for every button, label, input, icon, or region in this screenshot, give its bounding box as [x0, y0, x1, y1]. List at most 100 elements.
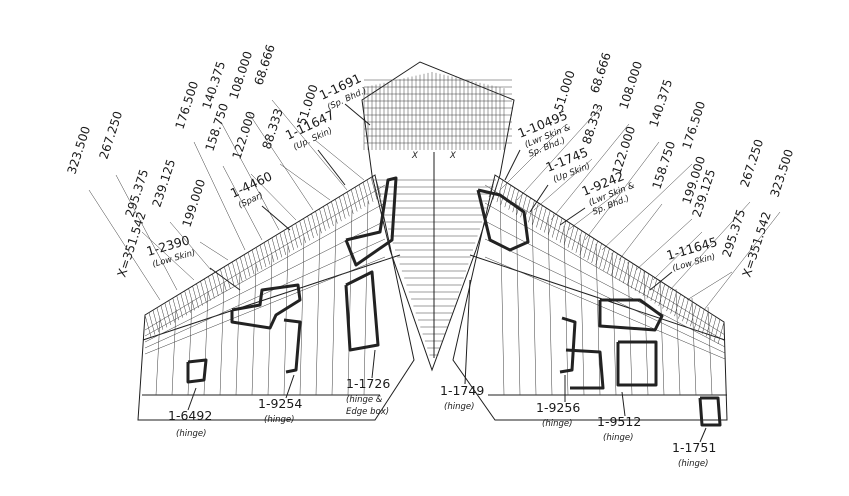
rib-line	[709, 316, 717, 339]
rib-line	[311, 213, 318, 236]
left-station-labels: 323.500 267.250 295.375 239.125 199.000 …	[65, 43, 321, 279]
station-label: 267.250	[738, 137, 767, 189]
callout-1-11647: 1-11647 (Up. Skin)	[283, 107, 337, 153]
part-number: 1-9254	[258, 396, 302, 411]
station-label: 108.000	[227, 49, 256, 101]
station-leader-lines	[88, 99, 781, 311]
rib-line	[571, 228, 579, 251]
rib-line	[584, 141, 660, 241]
rib-line	[319, 208, 326, 231]
rib-line	[575, 230, 583, 253]
rib-line	[115, 174, 178, 291]
part-note: (hinge)	[678, 459, 708, 469]
rib-line	[222, 165, 263, 241]
callout-1-11645: 1-11645 (Low Skin)	[665, 234, 719, 274]
center-body-grid	[363, 72, 512, 356]
rib-line	[168, 300, 176, 323]
rib-line	[271, 99, 348, 191]
rib-line	[492, 177, 500, 200]
rib-line	[250, 173, 297, 221]
rib-line	[232, 261, 239, 284]
right-cutout-6	[565, 348, 605, 390]
rib-line	[713, 319, 721, 342]
rib-line	[251, 263, 257, 396]
rib-line	[155, 317, 161, 396]
rib-line	[516, 107, 601, 201]
left-hinge-line	[142, 254, 401, 341]
callout-1-1749: 1-1749 (hinge)	[440, 383, 484, 412]
rib-line	[540, 207, 547, 231]
rib-line	[144, 314, 152, 338]
station-label: 176.500	[173, 79, 202, 131]
rib-line	[670, 291, 677, 314]
rib-line	[287, 228, 294, 251]
right-cutout-1	[476, 188, 530, 252]
part-number: 1-1749	[440, 383, 484, 398]
right-wing-outline	[452, 174, 728, 421]
right-cutout-2	[598, 298, 664, 332]
part-number: 1-1751	[672, 440, 716, 455]
rib-line	[279, 232, 287, 255]
rib-line	[583, 235, 590, 258]
station-label: 68.666	[252, 43, 278, 87]
rib-line	[347, 191, 354, 214]
part-note: (hinge)	[176, 429, 206, 439]
rib-line	[144, 202, 386, 337]
rib-line	[579, 234, 585, 396]
rib-line	[148, 312, 156, 335]
center-markings: X X	[411, 151, 456, 358]
rib-line	[536, 205, 543, 228]
rib-line	[267, 240, 275, 263]
rib-line	[199, 241, 229, 261]
rib-line	[247, 252, 255, 275]
rib-line	[307, 215, 314, 239]
rib-line	[717, 321, 725, 345]
left-wing-outline	[137, 174, 415, 421]
rib-line	[362, 182, 370, 205]
rib-line	[200, 281, 207, 304]
rib-line	[484, 220, 726, 348]
rib-line	[152, 310, 160, 333]
rib-line	[659, 279, 665, 396]
callout-1-1751: 1-1751 (hinge)	[672, 440, 716, 469]
part-number: 1-6492	[168, 408, 212, 423]
rib-line	[247, 111, 314, 211]
rib-line	[611, 252, 617, 396]
rib-line	[675, 288, 681, 396]
rib-line	[705, 314, 713, 337]
rib-line	[358, 184, 366, 207]
rib-line	[508, 187, 515, 210]
rib-line	[499, 189, 505, 396]
rib-line	[547, 212, 555, 236]
rib-line	[500, 182, 508, 205]
rib-line	[235, 272, 241, 396]
station-label: 51.000	[552, 69, 578, 113]
rib-line	[331, 218, 337, 396]
rib-line	[686, 271, 733, 301]
left-cutout-4	[344, 270, 380, 352]
rib-line	[216, 271, 223, 294]
rib-line	[164, 302, 172, 325]
rib-line	[243, 254, 251, 277]
rib-line	[363, 200, 369, 396]
rib-line	[188, 288, 195, 311]
rib-line	[555, 218, 563, 241]
rib-line	[295, 223, 302, 246]
callout-1-9254: 1-9254 (hinge)	[258, 396, 302, 425]
rib-line	[220, 269, 227, 292]
rib-line	[551, 215, 559, 238]
rib-line	[563, 223, 571, 246]
rib-line	[544, 210, 551, 233]
rib-line	[484, 256, 726, 360]
center-label-right: X	[449, 151, 456, 161]
rib-line	[591, 240, 598, 263]
left-cutout-3	[283, 318, 302, 374]
rib-line	[366, 179, 374, 202]
rib-line	[607, 250, 614, 274]
rib-line	[314, 139, 365, 181]
station-label: 323.500	[65, 124, 94, 176]
left-cutout-2	[344, 176, 398, 267]
right-cutout-4	[616, 340, 658, 387]
station-label: 295.375	[720, 207, 749, 259]
station-label: 158.750	[650, 139, 679, 191]
